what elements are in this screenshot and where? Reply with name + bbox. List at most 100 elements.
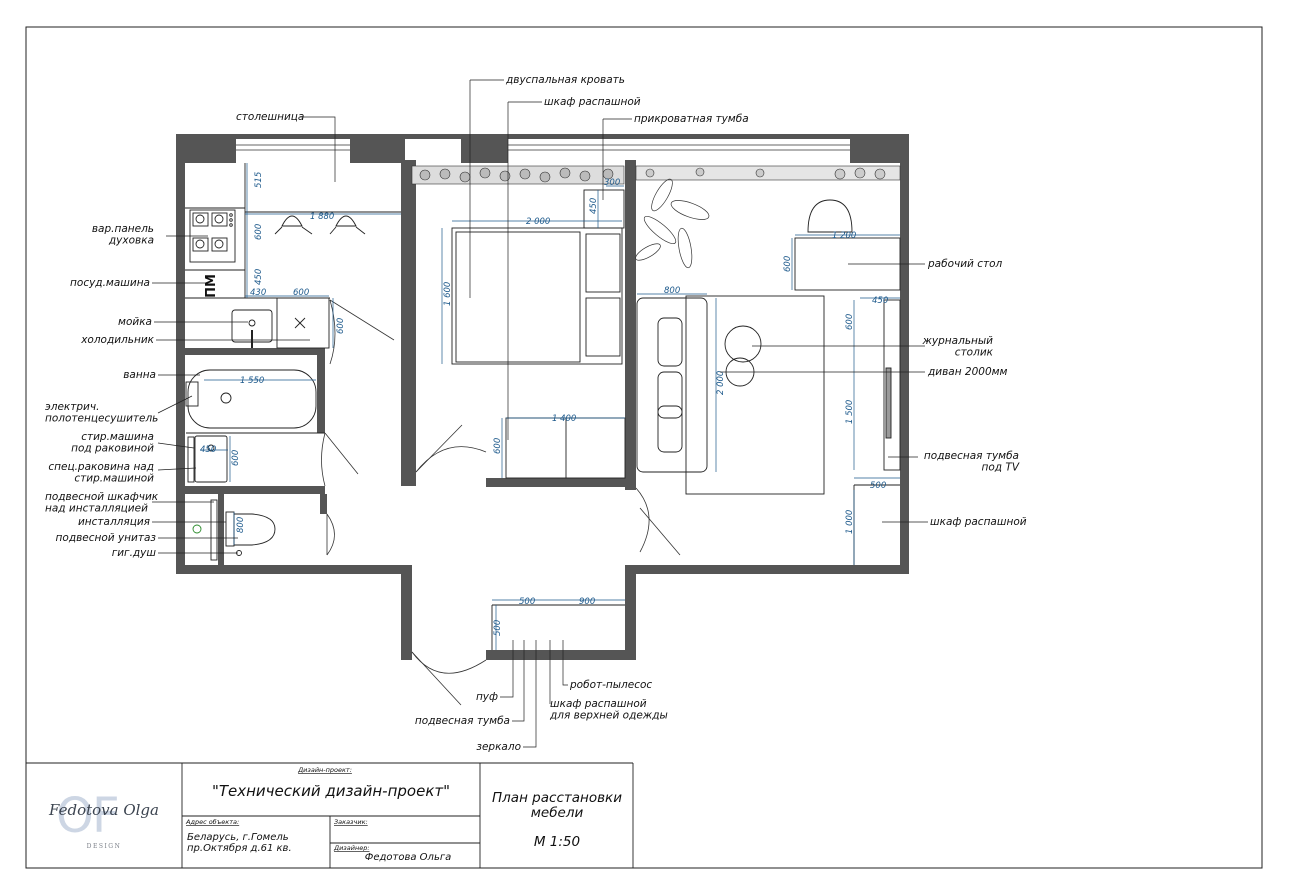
label-desk: рабочий стол [927,258,1003,270]
dim-tv1500: 1 500 [845,400,855,424]
dim-b600: 600 [231,450,241,466]
label-double-bed: двуспальная кровать [505,74,625,86]
label-countertop: столешница [236,111,304,123]
bedroom [451,189,626,479]
sofa [636,297,708,473]
special-sink [194,435,228,483]
labels: двуспальная кровать шкаф распашной прикр… [45,74,1027,753]
kitchen [185,163,401,349]
dim-b450: 450 [200,445,216,455]
dim-sofa2000: 2 000 [716,371,726,395]
bedroom-wardrobe [505,417,626,479]
wall-cabinet [210,499,218,561]
dim-k430: 430 [250,288,266,298]
label-wardrobe-swing: шкаф распашной [544,96,641,108]
label-wardrobe-living: шкаф распашной [930,516,1027,528]
designer-label: Дизайнер: [333,844,370,852]
label-bath: ванна [123,369,156,381]
label-bedside-table: прикроватная тумба [634,113,749,125]
project-name: "Технический дизайн-проект" [212,782,450,800]
double-bed [451,227,623,365]
dim-k600b: 600 [293,288,309,298]
scale: М 1:50 [534,834,580,850]
dim-tv600: 600 [845,314,855,330]
plants-living [635,165,901,181]
hall [491,604,625,650]
logo-mark-o: O [56,788,94,844]
dim-n300: 300 [604,178,620,188]
label-towel-dryer: электрич.полотенцесушитель [45,401,158,425]
bathtub [187,369,317,429]
label-robot-vacuum: робот-пылесос [569,679,652,691]
dim-h900: 900 [579,597,595,607]
sheet-frame [25,26,1263,869]
dim-h500v: 500 [493,620,503,636]
label-fridge: холодильник [80,334,154,346]
rug [685,295,825,495]
toilet [233,513,276,546]
toilet-installation [225,511,235,547]
dim-k600c: 600 [336,318,346,334]
logo: O F Fedotova Olga DESIGN [48,788,159,850]
label-pouf: пуф [476,691,498,703]
dim-wl1000: 1 000 [845,510,855,534]
walls [176,134,909,660]
dim-k600: 600 [254,224,264,240]
dim-bed2000: 2 000 [526,217,550,227]
dimension-lines [200,163,900,650]
dimension-texts: 515 600 450 1 880 430 600 600 1 550 450 … [200,172,888,636]
dishwasher-mark: ПМ [204,274,219,298]
label-wall-toilet: подвесной унитаз [56,532,157,544]
logo-mark-f: F [92,788,120,844]
dim-wl500: 500 [870,481,886,491]
label-sofa: диван 2000мм [927,366,1008,378]
logo-sub: DESIGN [87,843,122,850]
label-hyg-shower: гиг.душ [112,547,157,559]
dim-k515: 515 [254,172,264,188]
plants-bedroom [411,165,625,185]
palm-plant [635,178,710,269]
label-dishwasher: посуд.машина [70,277,150,289]
dim-h500: 500 [519,597,535,607]
dim-tv450: 450 [872,296,888,306]
dim-k450: 450 [254,269,264,285]
dim-w800: 800 [236,517,246,533]
fridge [276,297,330,349]
project-label: Дизайн-проект: [297,766,352,774]
dim-bed1600: 1 600 [443,282,453,306]
designer-name: Федотова Ольга [365,852,451,863]
tv-unit [883,299,901,471]
label-hanging-unit: подвесная тумба [415,715,510,727]
desk-chair [807,199,853,233]
label-sink: мойка [118,316,152,328]
dim-desk1200: 1 200 [832,231,856,241]
dim-sofa800: 800 [664,286,680,296]
dim-wr600: 600 [493,438,503,454]
dim-k880: 1 880 [310,212,334,222]
leader-lines [152,79,928,748]
windows [236,144,850,151]
address-label: Адрес объекта: [185,818,239,826]
label-mirror: зеркало [476,741,521,753]
label-installation: инсталляция [78,516,150,528]
dim-bath1550: 1 550 [240,376,264,386]
coffee-table [724,325,762,363]
nightstand [583,189,625,229]
bathroom [185,369,325,561]
logo-text: Fedotova Olga [48,801,159,819]
dim-wr1400: 1 400 [552,414,576,424]
dim-n450: 450 [589,198,599,214]
dim-desk600: 600 [783,256,793,272]
doors [321,299,681,706]
title-block [26,762,634,868]
